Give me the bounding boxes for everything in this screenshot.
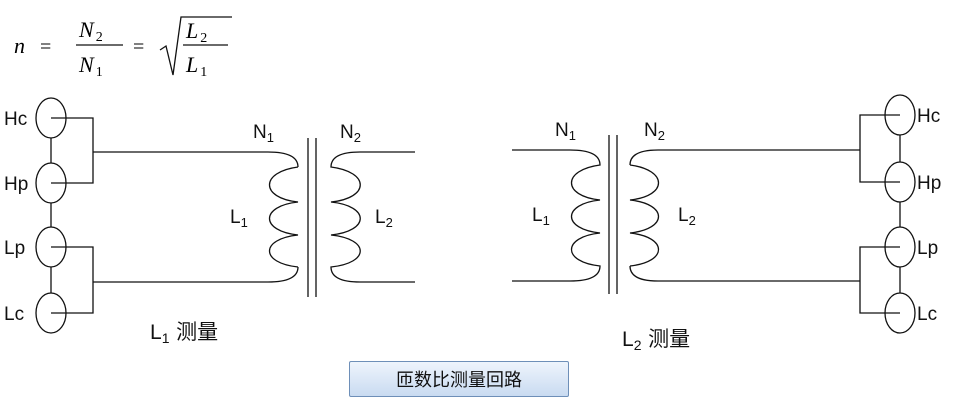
right-terminal-hc-label: Hc — [917, 106, 940, 127]
right-terminal-lc-circle — [884, 292, 916, 334]
right-terminal-lp-circle — [884, 226, 916, 268]
formula-equals-2: = — [133, 36, 144, 58]
right-secondary-top-wire — [629, 149, 860, 166]
right-primary-coil — [512, 149, 601, 282]
left-terminal-lp-label: Lp — [4, 238, 25, 259]
right-bracket-lp-lc — [859, 246, 900, 314]
right-circuit-labels: Hc Hp Lp Lc N1 N2 L1 L2 L2 测量 — [532, 106, 941, 353]
left-circuit — [35, 97, 415, 334]
right-terminal-lp-label: Lp — [917, 238, 938, 259]
left-caption: L1 测量 — [150, 320, 218, 346]
left-primary-coil — [269, 166, 299, 268]
right-n1-label: N1 — [555, 120, 576, 143]
formula-sqrt-sign — [159, 16, 232, 76]
left-l1-label: L1 — [230, 207, 248, 230]
right-caption: L2 测量 — [622, 327, 690, 353]
left-terminal-hc-label: Hc — [4, 109, 27, 130]
left-terminal-lc-label: Lc — [4, 304, 24, 325]
right-l1-label: L1 — [532, 205, 550, 228]
left-bracket-hc-hp — [51, 117, 94, 184]
right-terminal-lc-label: Lc — [917, 304, 937, 325]
left-n1-label: N1 — [253, 122, 274, 145]
left-primary-bottom-wire — [93, 266, 299, 283]
right-n2-label: N2 — [644, 120, 665, 143]
formula-lhs: n — [14, 33, 25, 58]
right-terminal-hc-circle — [884, 94, 916, 136]
left-terminal-hp-label: Hp — [4, 174, 28, 195]
turns-ratio-title-button[interactable]: 匝数比测量回路 — [349, 361, 569, 397]
right-secondary-bottom-wire — [629, 265, 860, 282]
left-bracket-lp-lc — [51, 246, 94, 314]
left-l2-label: L2 — [375, 207, 393, 230]
formula-equals-1: = — [40, 36, 51, 58]
left-primary-top-wire — [93, 151, 299, 168]
left-n2-label: N2 — [340, 122, 361, 145]
right-circuit — [512, 94, 916, 334]
right-bracket-hc-hp — [859, 114, 900, 183]
right-terminal-hp-label: Hp — [917, 173, 941, 194]
right-secondary-coil — [629, 164, 659, 267]
right-terminal-hp-circle — [884, 161, 916, 203]
right-l2-label: L2 — [678, 205, 696, 228]
left-circuit-labels: Hc Hp Lp Lc N1 N2 L1 L2 L1 测量 — [4, 109, 393, 346]
left-secondary-coil — [330, 151, 415, 283]
